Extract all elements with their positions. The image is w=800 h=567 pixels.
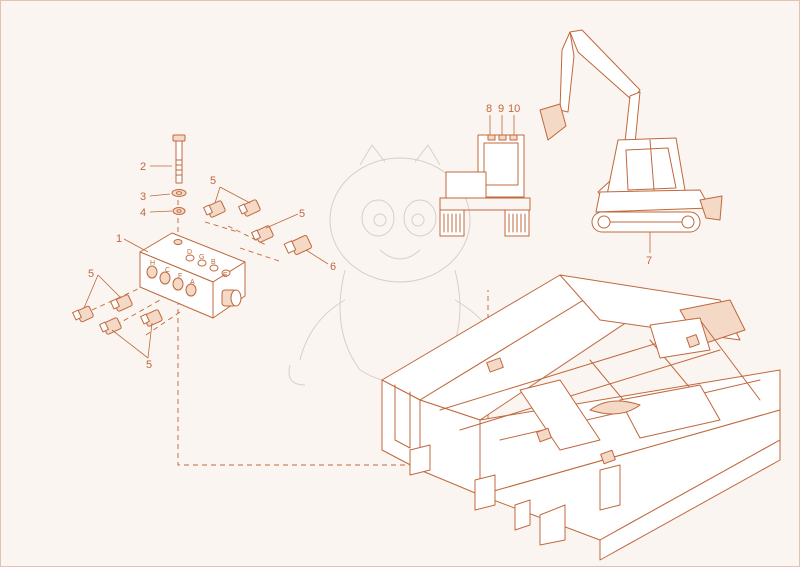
lock-washer [172,207,186,215]
fitting [238,199,261,217]
undercarriage-frame [381,274,781,561]
excavator-front-view [439,134,531,237]
callout-8: 8 [486,103,492,115]
port-label-c: C [165,267,170,274]
fitting [110,294,133,312]
port-label-b: B [211,259,216,266]
callout-7: 7 [646,255,652,267]
callout-1: 1 [116,233,122,245]
washer [171,189,187,197]
fitting [99,317,122,335]
callout-5-left: 5 [88,268,94,280]
callout-5-top: 5 [210,175,216,187]
fitting [203,200,226,218]
distribution-block [139,232,246,319]
callout-3: 3 [140,191,146,203]
callout-5-right: 5 [299,208,305,220]
fitting [72,305,94,323]
fitting [140,309,163,327]
callout-2: 2 [140,161,146,173]
port-label-f: F [178,273,182,280]
callout-4: 4 [140,207,146,219]
port-label-h: H [150,260,155,267]
bolt [172,134,186,184]
port-label-d: D [187,249,192,256]
port-label-g: G [199,254,204,261]
excavator-side-view [539,29,723,233]
callout-5-bottom: 5 [146,359,152,371]
callout-10: 10 [508,103,520,115]
callout-6: 6 [330,261,336,273]
port-label-a: A [190,279,195,286]
callout-leaders [83,115,651,359]
fitting [251,225,274,243]
callout-9: 9 [498,103,504,115]
port-label-e: E [223,272,228,279]
